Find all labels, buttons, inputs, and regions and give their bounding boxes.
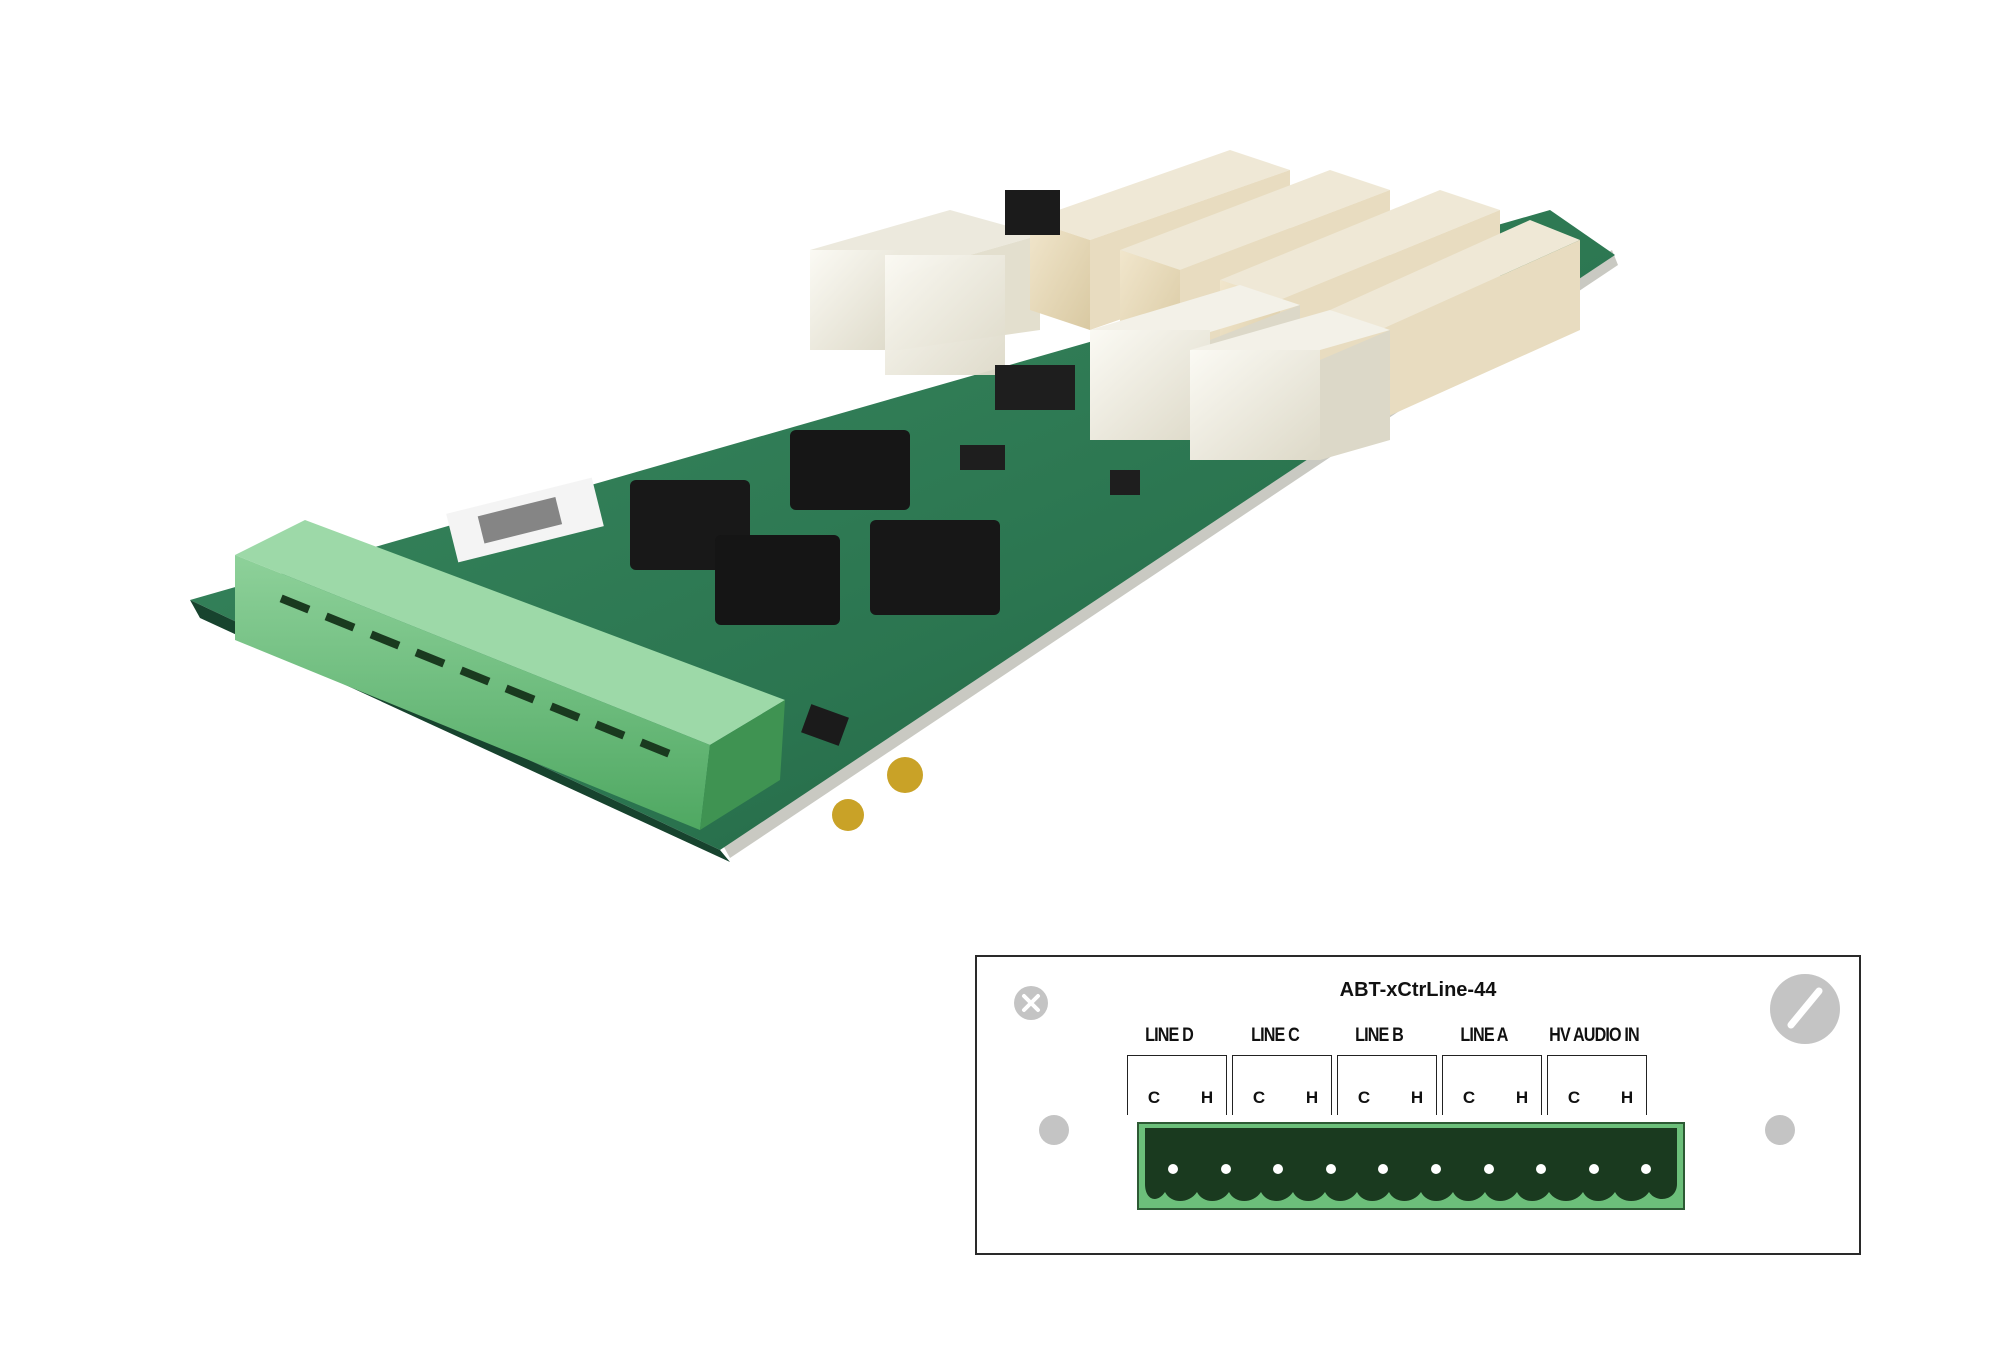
pin-label: C [1567, 1088, 1581, 1107]
group-bracket [1337, 1055, 1437, 1115]
group-bracket [1547, 1055, 1647, 1115]
slotted-screw-icon [1770, 974, 1840, 1044]
group-label-line-d: LINE D [1145, 1025, 1194, 1046]
ic-chip [995, 365, 1075, 410]
terminal-pins [1168, 1164, 1651, 1174]
pin-label: C [1462, 1088, 1476, 1107]
pin-label: C [1147, 1088, 1161, 1107]
pin-label: H [1200, 1088, 1214, 1107]
faceplate-diagram: ABT-xCtrLine-44 LINE D LINE C LINE B LIN… [975, 955, 1861, 1255]
mount-hole-right [1765, 1115, 1795, 1145]
terminal-sockets [1145, 1128, 1677, 1201]
pcb-module-photo [190, 150, 1618, 862]
group-label-line-a: LINE A [1460, 1025, 1508, 1046]
transformers [630, 430, 1000, 625]
pin-label: C [1357, 1088, 1371, 1107]
group-bracket [1442, 1055, 1542, 1115]
pin-label: H [1620, 1088, 1634, 1107]
pin-label: H [1410, 1088, 1424, 1107]
terminal-block-connector [1137, 1122, 1685, 1210]
group-bracket [1232, 1055, 1332, 1115]
group-label-line-c: LINE C [1251, 1025, 1300, 1046]
model-name: ABT-xCtrLine-44 [1339, 979, 1497, 1001]
relay-bank [810, 150, 1580, 460]
terminal-block-photo [235, 520, 785, 830]
close-screw-icon [1014, 986, 1048, 1020]
mount-hole-left [1039, 1115, 1069, 1145]
group-bracket [1127, 1055, 1227, 1115]
group-label-hv-audio-in: HV AUDIO IN [1549, 1025, 1639, 1046]
pin-label: H [1305, 1088, 1319, 1107]
pin-label: H [1515, 1088, 1529, 1107]
pin-label: C [1252, 1088, 1266, 1107]
group-label-line-b: LINE B [1355, 1025, 1404, 1046]
